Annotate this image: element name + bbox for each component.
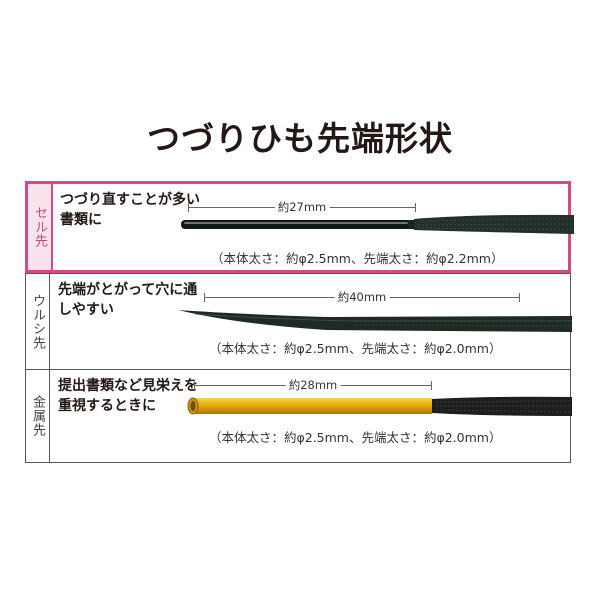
type-label: セル先 bbox=[32, 206, 47, 248]
type-label: 金属先 bbox=[30, 395, 45, 437]
tip-length-label: 約40mm bbox=[334, 289, 390, 305]
tip-length-dimension: 約28mm bbox=[194, 377, 432, 393]
lace-cell-tip-image bbox=[181, 214, 575, 234]
type-label-cell: 金属先 bbox=[26, 370, 50, 462]
row-metal-tip: 金属先 提出書類など見栄えを重視するときに 約28mm （本体太さ：約φ2.5m bbox=[25, 369, 573, 463]
type-label-cell: ウルシ先 bbox=[26, 274, 50, 369]
spec-text: （本体太さ：約φ2.5mm、先端太さ：約φ2.0mm） bbox=[209, 430, 502, 445]
lace-metal-tip-image bbox=[187, 396, 573, 416]
tip-length-label: 約27mm bbox=[274, 199, 330, 215]
tip-length-dimension: 約40mm bbox=[204, 289, 520, 305]
page-title: つづりひも先端形状 bbox=[147, 119, 453, 158]
tip-length-label: 約28mm bbox=[285, 377, 341, 393]
row-cell-tip: セル先 つづり直すことが多い書類に 約27mm （本体太さ：約φ2.5mm、先端… bbox=[25, 181, 575, 273]
tip-length-dimension: 約27mm bbox=[188, 199, 416, 215]
spec-text: （本体太さ：約φ2.5mm、先端太さ：約φ2.0mm） bbox=[209, 341, 502, 356]
tip-shape-table: セル先 つづり直すことが多い書類に 約27mm （本体太さ：約φ2.5mm、先端… bbox=[25, 181, 575, 463]
row-urushi-tip: ウルシ先 先端がとがって穴に通しやすい 約40mm （本体太さ：約φ2.5mm、… bbox=[25, 273, 573, 370]
description: つづり直すことが多い書類に bbox=[60, 192, 200, 228]
spec-text: （本体太さ：約φ2.5mm、先端太さ：約φ2.2mm） bbox=[211, 251, 504, 266]
type-label: ウルシ先 bbox=[30, 293, 45, 350]
type-label-cell: セル先 bbox=[28, 184, 53, 270]
lace-urushi-tip-image bbox=[178, 310, 573, 332]
description: 提出書類など見栄えを重視するときに bbox=[58, 378, 198, 414]
description: 先端がとがって穴に通しやすい bbox=[58, 282, 198, 318]
